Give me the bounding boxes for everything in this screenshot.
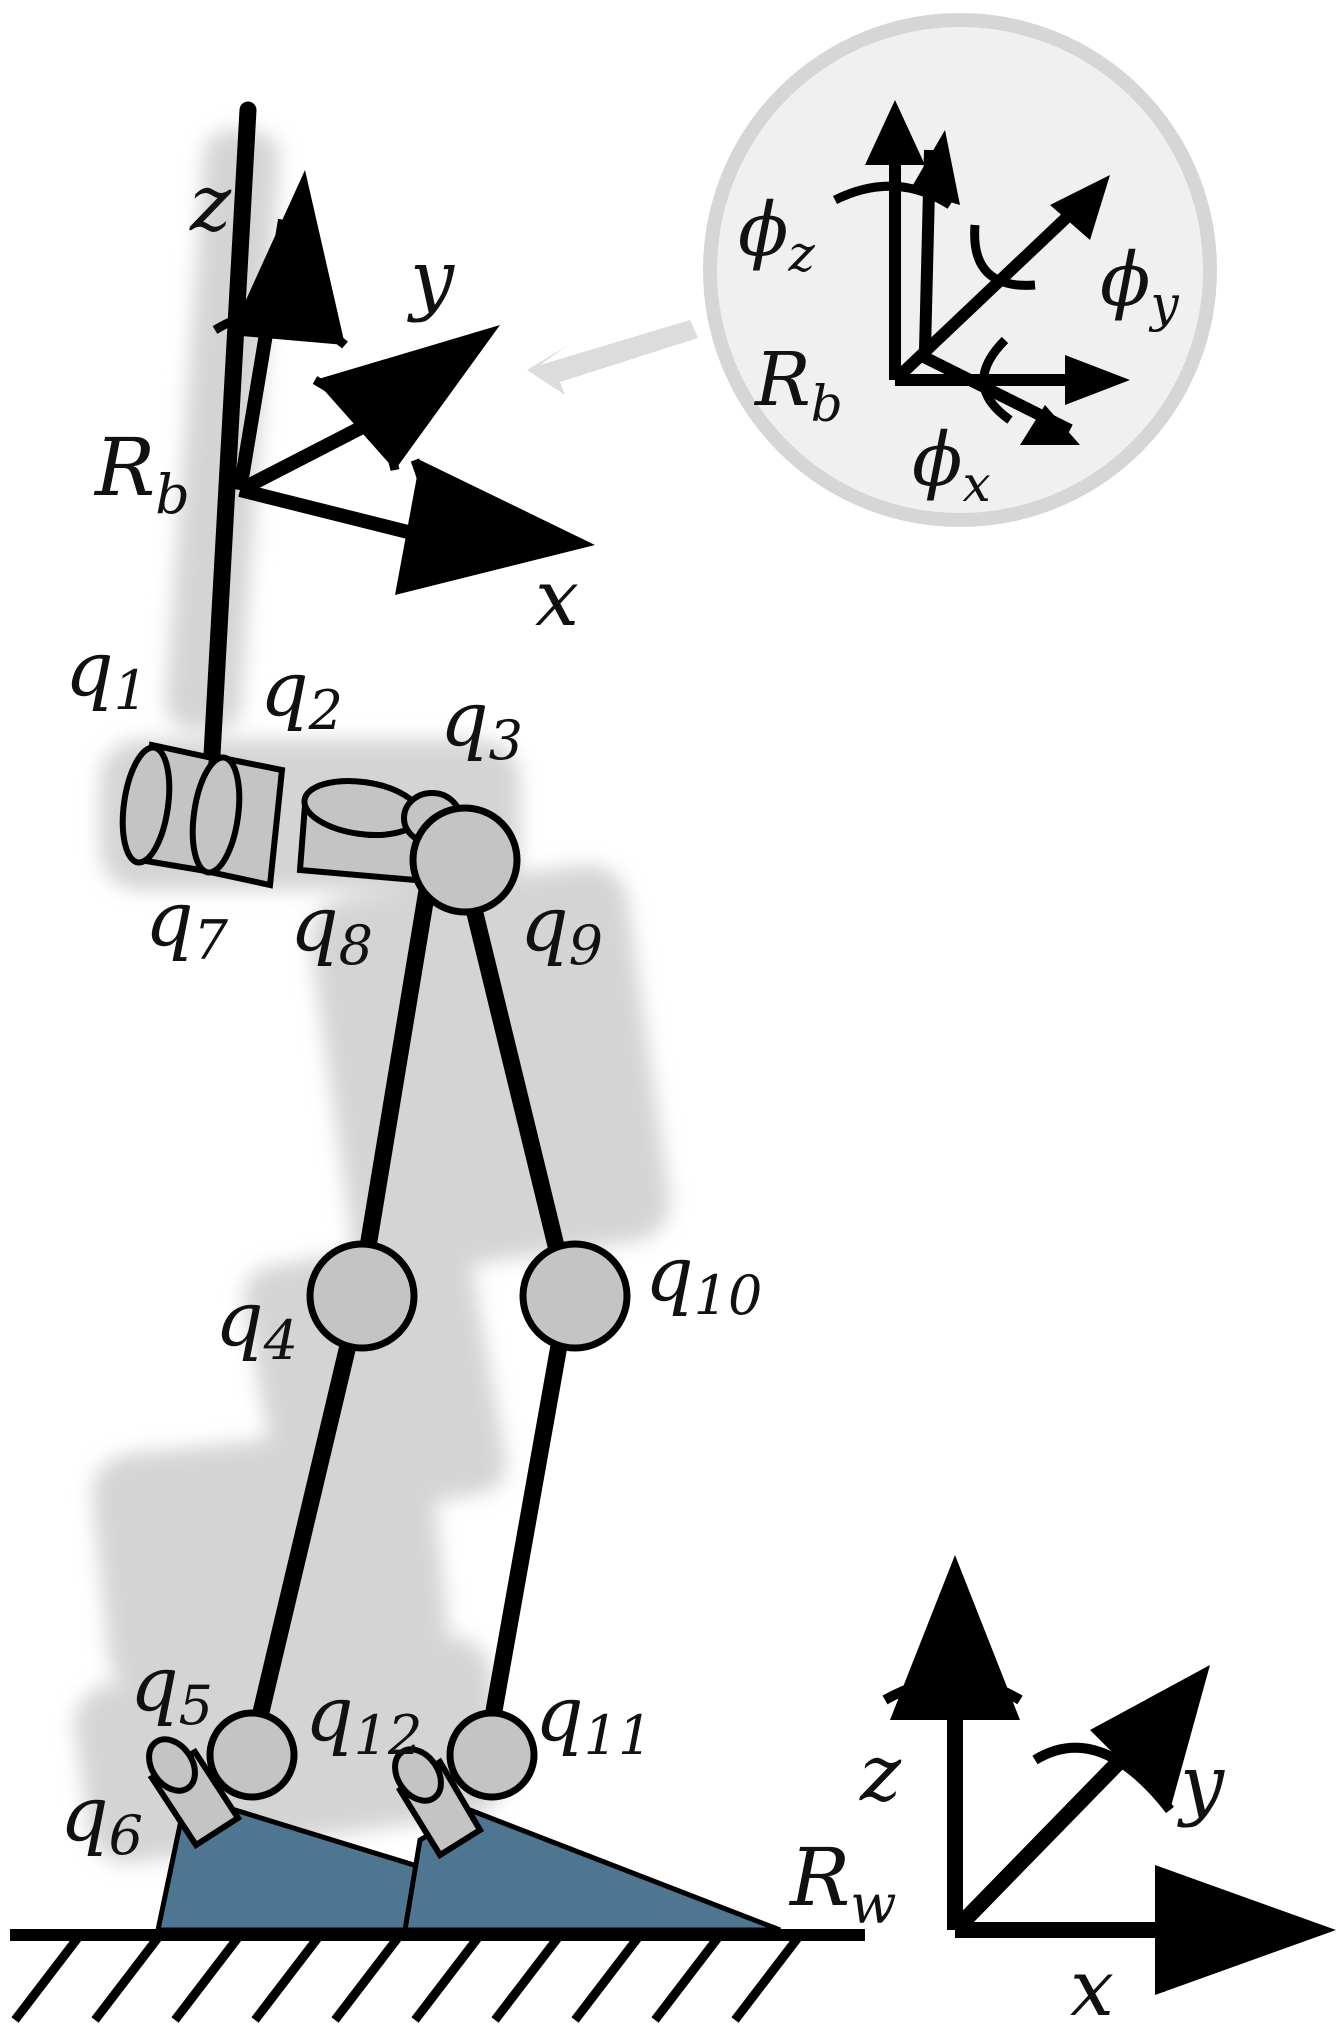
hip-actuators — [119, 741, 463, 889]
inset-phi-x-label: ϕx — [912, 417, 991, 513]
base-frame-origin-label: Rb — [93, 421, 190, 526]
joint-label-q6: q6 — [60, 1769, 143, 1867]
world-frame-rotation-arcs — [882, 1675, 1178, 1993]
base-frame-heads — [230, 170, 595, 595]
inset-phi-y-label: ϕy — [1100, 237, 1179, 333]
joint-label-q4: q4 — [215, 1274, 298, 1372]
world-y-label: y — [1177, 1739, 1225, 1829]
joint-label-q9: q9 — [520, 879, 603, 977]
base-frame-rotation-arcs — [212, 308, 434, 568]
ankle-actuators — [146, 1736, 485, 1860]
world-z-arrowhead — [890, 1555, 1020, 1720]
leg-links — [203, 101, 577, 1759]
world-y-arrowhead — [1090, 1665, 1210, 1810]
base-z-arrowhead — [230, 170, 345, 345]
world-x-arrowhead — [1155, 1865, 1336, 1995]
base-y-arrowhead — [315, 325, 500, 470]
foot-left — [154, 1807, 434, 1933]
base-x-label: x — [535, 554, 579, 644]
joint-label-q1: q1 — [65, 624, 148, 722]
joint-label-q8: q8 — [290, 879, 373, 977]
joint-label-q11: q11 — [535, 1669, 652, 1767]
joint-label-q3: q3 — [440, 674, 523, 772]
base-y-label: y — [407, 234, 455, 324]
world-frame-heads — [890, 1555, 1336, 1995]
joint-label-q10: q10 — [645, 1229, 762, 1327]
world-z-label: z — [859, 1729, 902, 1819]
world-frame-origin-label: Rw — [788, 1831, 896, 1936]
joint-label-q5: q5 — [130, 1639, 213, 1737]
inset-origin-label: Rb — [753, 337, 843, 433]
base-x-arrowhead — [395, 460, 595, 595]
inset-phi-z-label: ϕz — [738, 187, 815, 283]
inset-callout — [527, 13, 1217, 527]
base-z-label: z — [189, 159, 232, 249]
ground — [10, 1929, 865, 2023]
joint-label-q2: q2 — [260, 644, 343, 742]
joint-spheres — [206, 804, 631, 1801]
joint-label-q7: q7 — [145, 874, 229, 972]
world-x-label: x — [1070, 1944, 1114, 2028]
joint-label-q12: q12 — [305, 1669, 422, 1767]
